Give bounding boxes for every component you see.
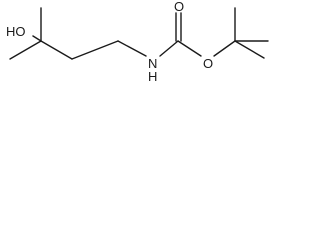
amine-h-label: H — [148, 69, 157, 84]
bond-c4-n — [117, 40, 147, 57]
bond-carbonyl-ester-o — [177, 40, 202, 57]
ester-oxygen-label: O — [203, 56, 213, 71]
bond-c2-hydroxyl — [32, 35, 42, 42]
chemical-structure-diagram: HO N H O O — [6, 0, 269, 84]
bond-n-carbonyl — [159, 40, 179, 57]
atom-labels: HO N H O O — [6, 0, 213, 84]
bond-c2-c3 — [40, 40, 73, 60]
bond-c2-methyl-bottom — [9, 40, 42, 60]
bond-tbutyl-methyl-bottom — [234, 40, 265, 59]
bond-ester-o-tbutyl — [213, 40, 236, 57]
hydroxyl-label: HO — [6, 24, 26, 39]
bond-lines — [9, 7, 269, 60]
bond-c3-c4 — [71, 40, 119, 60]
carbonyl-oxygen-label: O — [174, 0, 184, 14]
amine-n-label: N — [148, 56, 157, 71]
